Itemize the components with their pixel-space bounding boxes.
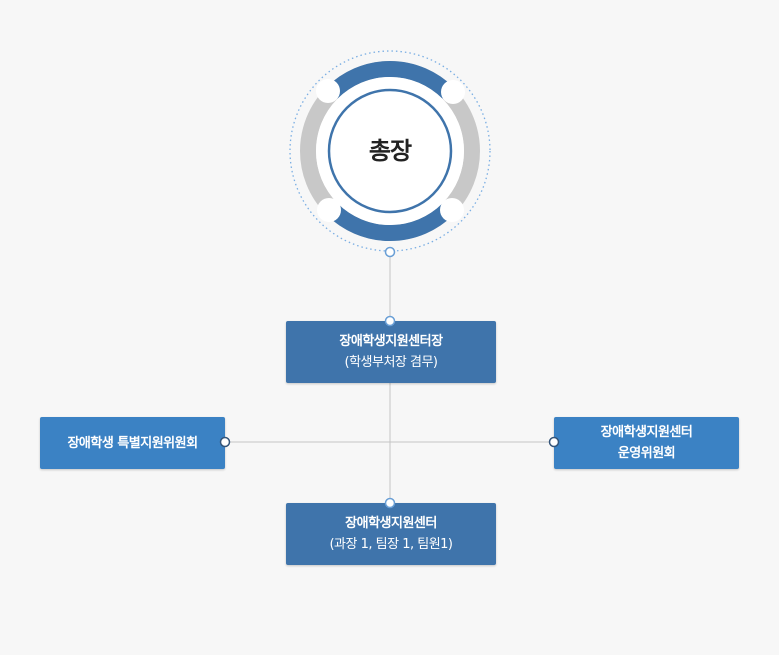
operating-committee-line1: 장애학생지원센터	[600, 425, 693, 440]
center-title: 장애학생지원센터	[345, 516, 437, 531]
dotted-outer-ring	[289, 50, 491, 252]
operating-committee-box: 장애학생지원센터 운영위원회	[554, 417, 739, 469]
center-subtitle: (과장 1, 팀장 1, 팀원1)	[329, 537, 453, 552]
ring-dot	[440, 198, 464, 222]
director-title: 장애학생지원센터장	[339, 334, 443, 349]
blue-arc-top	[326, 60, 454, 99]
president-label: 총장	[368, 137, 412, 165]
president-emblem	[289, 50, 491, 252]
inner-blue-circle	[327, 88, 453, 214]
ring-dot	[441, 80, 465, 104]
director-subtitle: (학생부처장 겸무)	[344, 355, 439, 370]
director-box: 장애학생지원센터장 (학생부처장 겸무)	[286, 321, 496, 383]
operating-committee-line2: 운영위원회	[617, 446, 676, 461]
special-committee-box: 장애학생 특별지원위원회	[40, 417, 225, 469]
special-committee-title: 장애학생 특별지원위원회	[67, 435, 198, 451]
ring-dot	[317, 198, 341, 222]
blue-arc-bottom	[326, 203, 454, 242]
center-box: 장애학생지원센터 (과장 1, 팀장 1, 팀원1)	[286, 503, 496, 565]
ring-dot	[316, 79, 340, 103]
